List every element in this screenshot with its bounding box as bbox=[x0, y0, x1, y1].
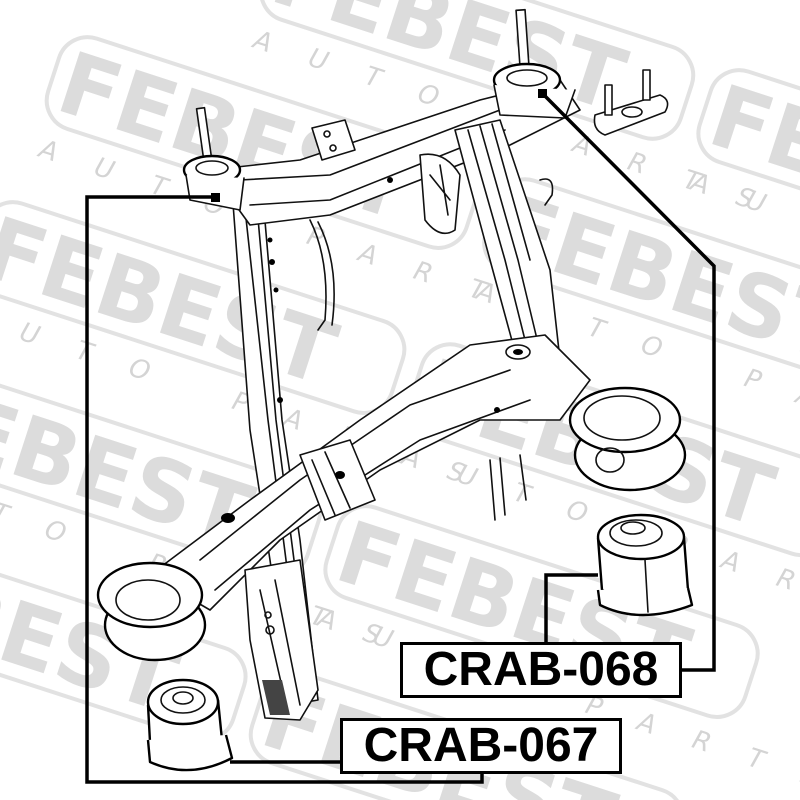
bushing-crab-067-illustration bbox=[146, 678, 234, 772]
upper-left-mount bbox=[182, 106, 245, 211]
callout-line-crab-068-mount bbox=[541, 92, 716, 672]
callout-line-crab-067-mount bbox=[85, 195, 484, 784]
callout-lines bbox=[85, 92, 716, 784]
callout-line-crab-068-bushing bbox=[544, 573, 598, 642]
vertical-links bbox=[489, 178, 554, 521]
lower-knuckle-bracket bbox=[244, 559, 319, 721]
upper-cross-member bbox=[209, 79, 581, 226]
part-label-crab-068[interactable]: CRAB-068 bbox=[400, 642, 682, 698]
twin-stud-bracket bbox=[593, 69, 669, 136]
part-label-crab-067[interactable]: CRAB-067 bbox=[340, 718, 622, 774]
bushing-crab-068-illustration bbox=[596, 513, 694, 617]
left-arm-eye bbox=[96, 561, 207, 662]
upper-right-mount bbox=[492, 8, 576, 119]
right-arm-eye bbox=[568, 386, 687, 492]
right-rail bbox=[419, 119, 561, 371]
lower-trailing-arm bbox=[149, 334, 591, 611]
